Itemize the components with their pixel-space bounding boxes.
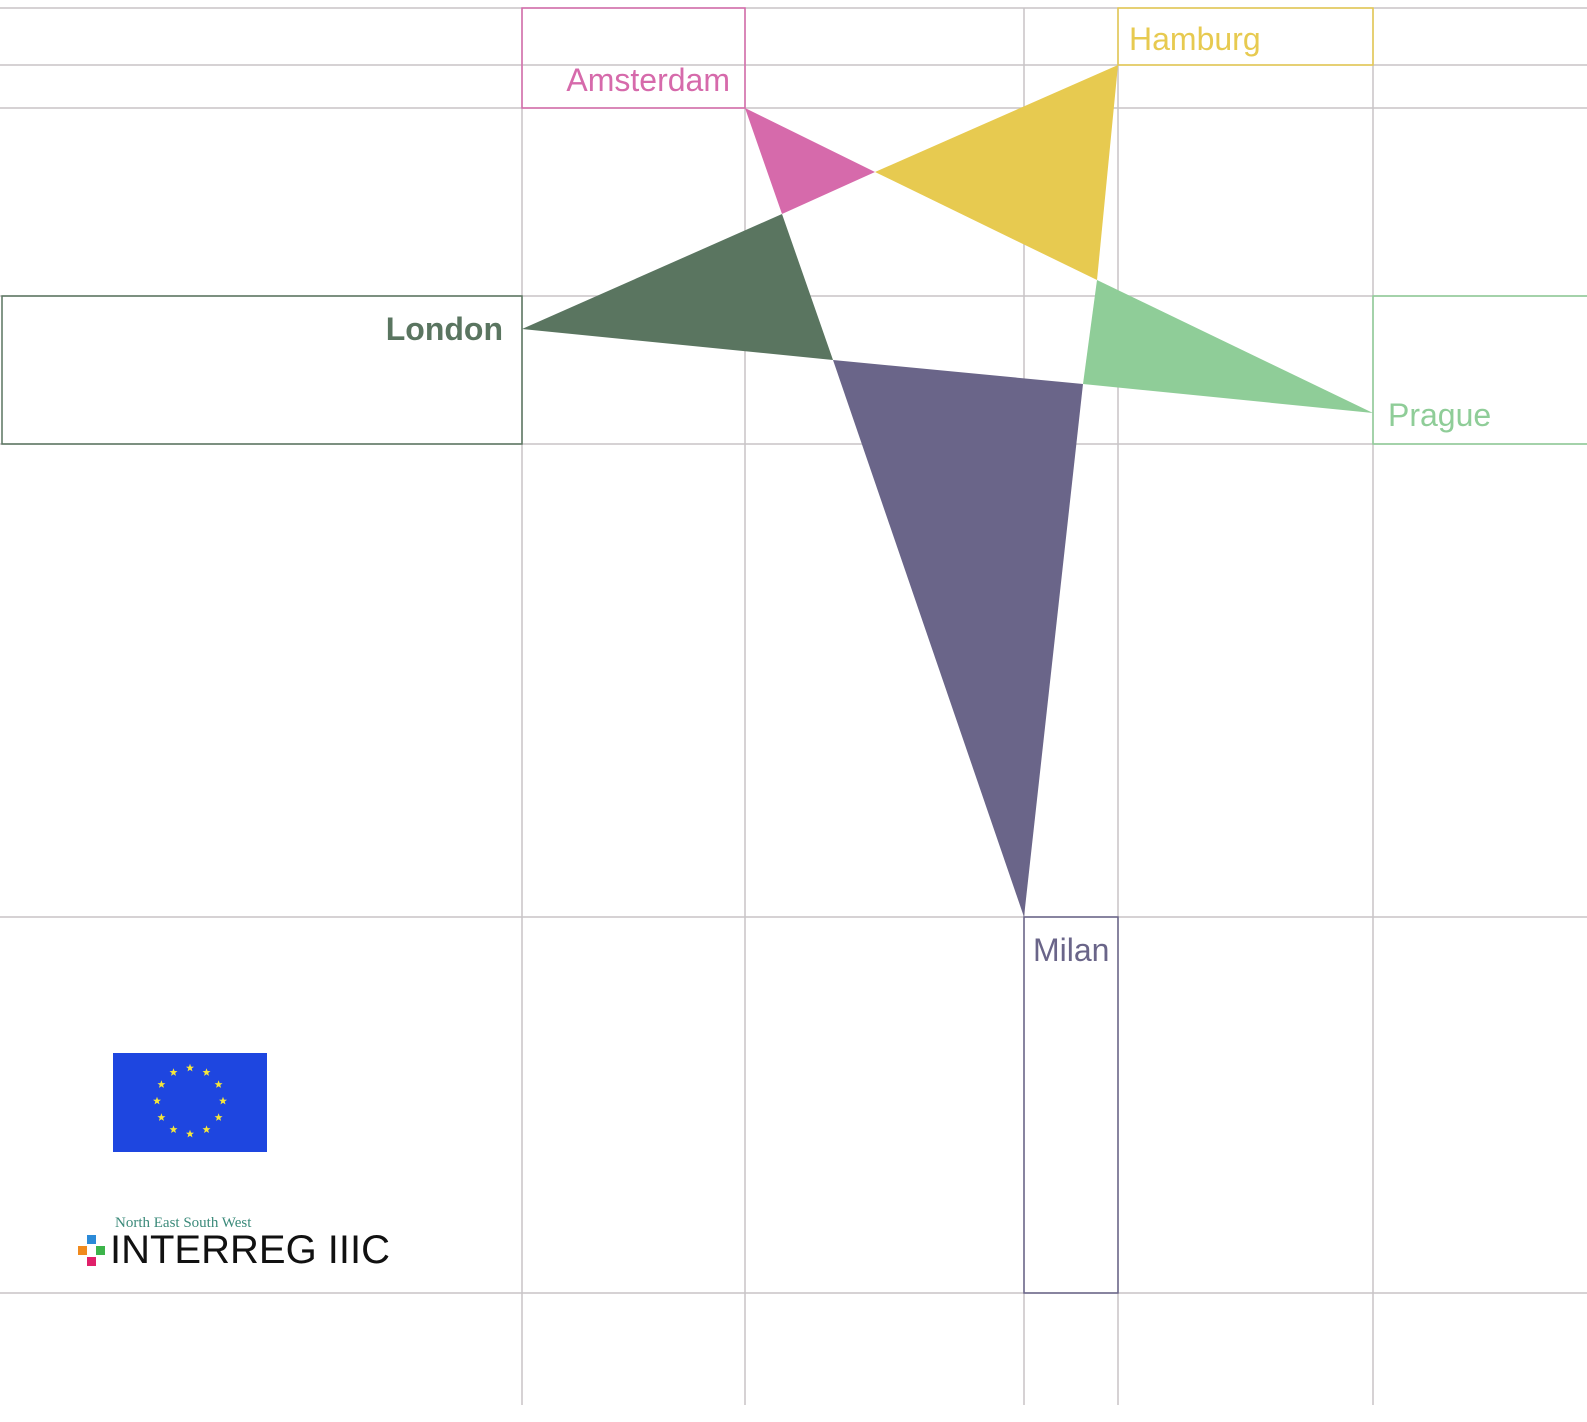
eu-star bbox=[169, 1125, 178, 1133]
milan-box bbox=[1023, 916, 1119, 1294]
eu-flag-logo bbox=[113, 1053, 267, 1152]
london-star-point bbox=[522, 214, 833, 360]
amsterdam-label: Amsterdam bbox=[566, 62, 730, 98]
eu-star bbox=[202, 1068, 211, 1076]
interreg-logo: North East South West INTERREG IIIC bbox=[78, 1215, 390, 1272]
eu-star bbox=[219, 1096, 227, 1105]
milan-label: Milan bbox=[1033, 932, 1109, 968]
eu-star bbox=[186, 1129, 194, 1138]
prague-star-point bbox=[1083, 280, 1373, 413]
hamburg-star-point bbox=[875, 65, 1118, 280]
amsterdam-star-point bbox=[745, 108, 875, 214]
grid-lines bbox=[0, 7, 1587, 1405]
eu-star bbox=[169, 1068, 178, 1076]
interreg-dot-pink bbox=[87, 1257, 96, 1266]
hamburg-label: Hamburg bbox=[1129, 21, 1261, 57]
eu-star bbox=[153, 1096, 161, 1105]
interreg-subtitle: North East South West bbox=[115, 1215, 252, 1231]
eu-star bbox=[202, 1125, 211, 1133]
hamburg-box bbox=[1117, 7, 1374, 66]
prague-label: Prague bbox=[1388, 397, 1491, 433]
amsterdam-box bbox=[521, 7, 746, 109]
interreg-dot-blue bbox=[87, 1235, 96, 1244]
prague-box bbox=[1372, 295, 1587, 445]
eu-stars bbox=[153, 1063, 227, 1138]
eu-star bbox=[157, 1113, 166, 1121]
eu-star bbox=[186, 1063, 194, 1072]
interreg-dot-green bbox=[96, 1246, 105, 1255]
eu-star bbox=[214, 1113, 223, 1121]
london-label: London bbox=[386, 311, 503, 347]
eu-star bbox=[214, 1080, 223, 1088]
interreg-dot-orange bbox=[78, 1246, 87, 1255]
london-box bbox=[1, 295, 523, 445]
milan-star-point bbox=[833, 360, 1083, 917]
interreg-title: INTERREG IIIC bbox=[110, 1228, 390, 1272]
eu-star bbox=[157, 1080, 166, 1088]
